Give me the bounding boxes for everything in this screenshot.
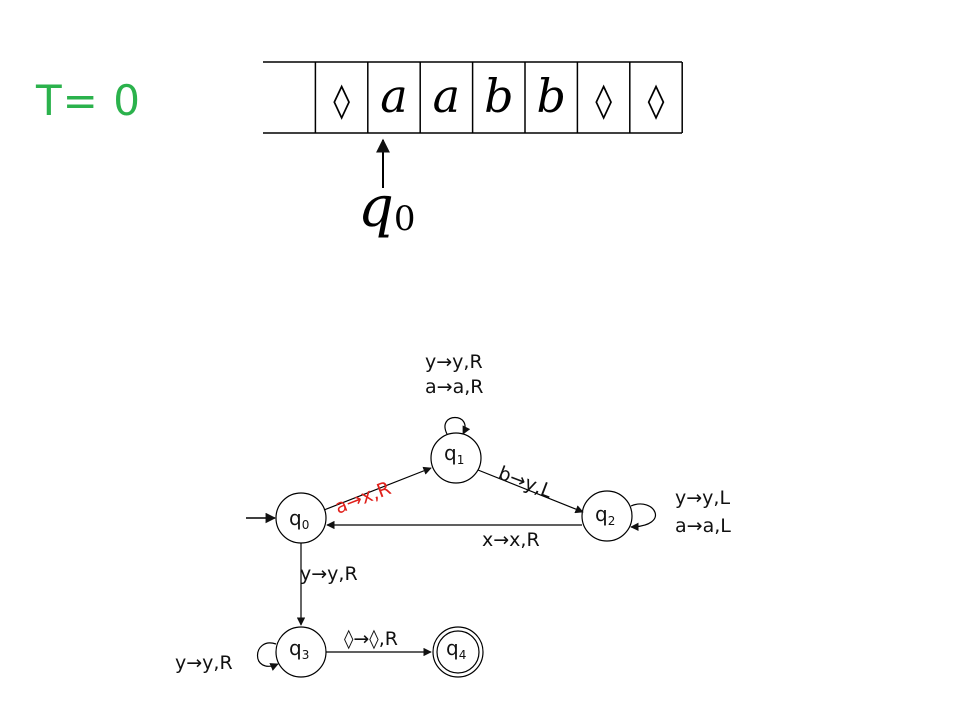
state-q2: q2 (581, 490, 633, 542)
loop-q2 (630, 503, 657, 532)
tape-cell-symbol: b (536, 69, 565, 123)
svg-text:q1: q1 (444, 441, 464, 467)
tape-cell-symbol: a (380, 69, 407, 123)
label-q2-loop-1: y→y,L (675, 487, 730, 509)
label-q2-q0: x→x,R (482, 529, 540, 551)
state-q1: q1 (430, 432, 482, 484)
tape-cell-symbol: a (433, 69, 460, 123)
label-q1-loop-2: a→a,R (425, 376, 483, 398)
svg-text:q4: q4 (446, 636, 466, 662)
label-q0-q3: y→y,R (300, 563, 358, 585)
label-q3-q4: ◊→◊,R (344, 628, 398, 650)
time-step-label: T= 0 (36, 76, 141, 125)
label-q2-loop-2: a→a,L (675, 515, 731, 537)
loop-q1 (444, 416, 471, 435)
edge-q1-q2 (477, 469, 584, 514)
svg-text:q3: q3 (289, 636, 309, 662)
label-q1-q2: b→y,L (495, 462, 555, 503)
tape-head: q0 (358, 138, 416, 240)
label-q1-loop-1: y→y,R (425, 351, 483, 373)
state-q3: q3 (275, 626, 327, 678)
svg-text:q2: q2 (595, 502, 615, 528)
state-q4: q4 (432, 626, 484, 678)
loop-q3 (256, 642, 279, 671)
head-state-label: q0 (358, 175, 416, 240)
label-q0-q1: a→x,R (332, 477, 394, 518)
tape-cell-symbol: ◊ (333, 81, 350, 121)
state-q0: q0 (275, 492, 327, 544)
tape-cell-symbol: b (484, 69, 513, 123)
tape-cell-symbol: ◊ (595, 81, 612, 121)
tape-cell-symbol: ◊ (648, 81, 665, 121)
edge-q0-q1 (323, 466, 432, 511)
svg-text:q0: q0 (289, 506, 309, 532)
label-q3-loop: y→y,R (175, 652, 233, 674)
